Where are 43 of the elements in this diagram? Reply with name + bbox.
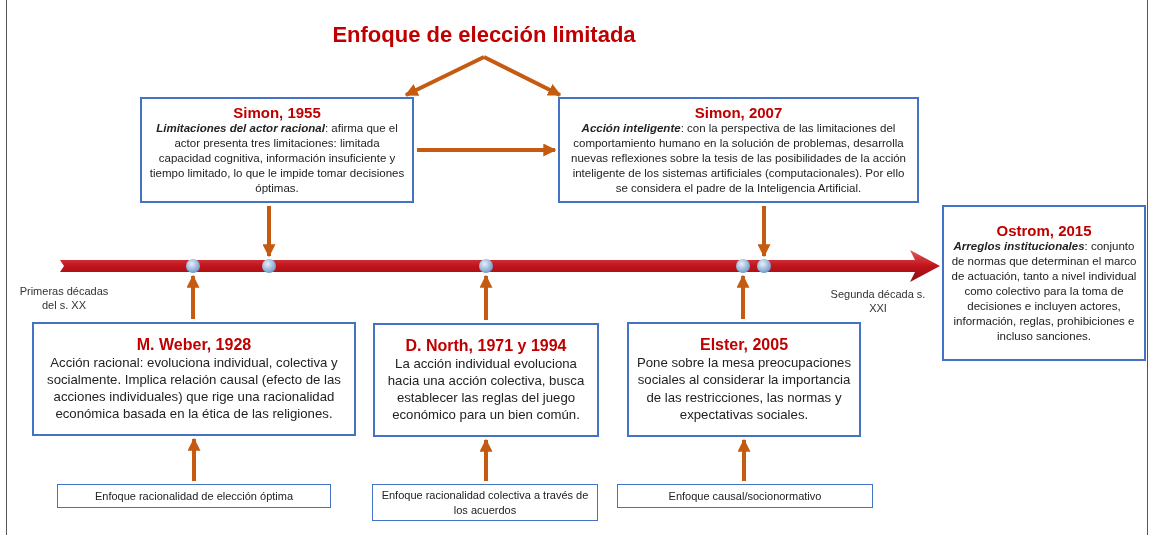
arrow: [404, 55, 485, 97]
event-box: [373, 323, 599, 437]
box-heading: Simon, 2007: [694, 104, 783, 122]
arrow: [737, 438, 751, 481]
timeline-dot: [186, 259, 200, 273]
timeline-label: Primeras décadas del s. XX: [18, 284, 110, 313]
box-text: Limitaciones del actor racional: afirma que el actor presenta tres limitaciones: limitada capacidad cognitiva, información insuficiente y tiempo limitado, lo que le impide tomar decisiones óptimas.: [148, 121, 406, 196]
event-box: [558, 97, 919, 203]
event-box: [627, 322, 861, 437]
box-heading: M. Weber, 1928: [136, 335, 252, 354]
approach-box: [57, 484, 331, 508]
timeline-dot: [757, 259, 771, 273]
box-heading: Ostrom, 2015: [996, 222, 1092, 240]
timeline-dot: [736, 259, 750, 273]
box-text: Enfoque racionalidad de elección óptima: [94, 488, 294, 504]
box-text: Enfoque racionalidad colectiva a través de los acuerdos: [380, 487, 590, 518]
box-heading: Elster, 2005: [699, 336, 789, 355]
box-text: Arreglos institucionales: conjunto de normas que determinan el marco de actuación, tanto a nivel individual como colectivo para la toma de decisiones e incluyen actores, información, reglas, prohibiciones e incluso sanciones.: [950, 239, 1138, 344]
event-box: [32, 322, 356, 436]
event-box: [942, 205, 1146, 361]
box-text: Enfoque causal/socionormativo: [668, 488, 822, 504]
box-heading: D. North, 1971 y 1994: [405, 336, 567, 355]
arrow: [757, 206, 771, 258]
approach-box: [617, 484, 873, 508]
box-text: Acción racional: evoluciona individual, colectiva y socialmente. Implica relación causal (efecto de las acciones individuales) que rige una racionalidad económica basada en la ética de las religiones.: [46, 353, 342, 423]
box-text: La acción individual evoluciona hacia una acción colectiva, busca establecer las reglas del juego económico para un bien común.: [386, 354, 586, 424]
timeline-label: Segunda década s. XXI: [829, 287, 927, 316]
arrow: [417, 143, 557, 157]
diagram-title: Enfoque de elección limitada: [330, 22, 638, 56]
event-box: [140, 97, 414, 203]
timeline-dot: [479, 259, 493, 273]
arrow: [186, 274, 200, 319]
box-text: Pone sobre la mesa preocupaciones sociales al considerar la importancia de las restricciones, las normas y expectativas sociales.: [635, 354, 853, 423]
arrow: [187, 437, 201, 481]
approach-box: [372, 484, 598, 521]
arrow: [479, 274, 493, 320]
arrow: [483, 55, 562, 97]
box-heading: Simon, 1955: [233, 104, 321, 122]
arrow: [479, 438, 493, 481]
arrow: [262, 206, 276, 258]
timeline-dot: [262, 259, 276, 273]
arrow: [736, 274, 750, 319]
box-text: Acción inteligente: con la perspectiva de las limitaciones del comportamiento humano en la solución de problemas, desarrolla nuevas reflexiones sobre la tesis de las posibilidades de la acción inteligente de los sistemas artificiales (computacionales). Por ello se considera el padre de la Inteligencia Artificial.: [570, 121, 907, 196]
